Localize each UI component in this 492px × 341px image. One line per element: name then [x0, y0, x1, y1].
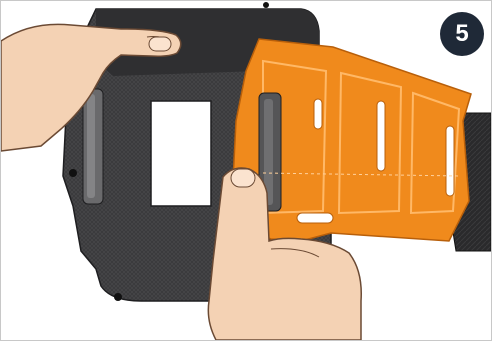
- step-number-badge: 5: [440, 12, 484, 56]
- orange-clip: [233, 39, 471, 241]
